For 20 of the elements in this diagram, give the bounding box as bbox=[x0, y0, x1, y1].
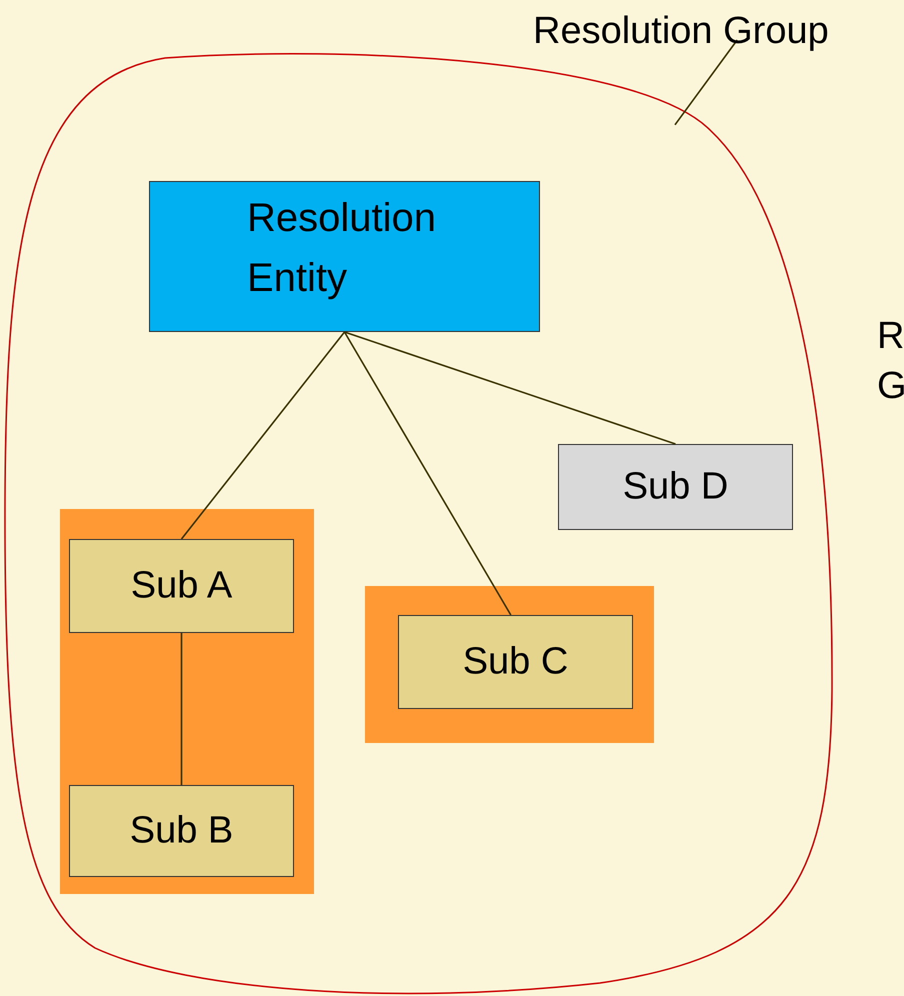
box-label: Sub B bbox=[128, 810, 234, 852]
box-label: Sub C bbox=[462, 640, 570, 684]
entity-box bbox=[69, 785, 294, 877]
group-panel bbox=[365, 586, 654, 743]
box-label: Resolution Entity bbox=[247, 195, 438, 302]
entity-box bbox=[69, 539, 294, 633]
connector-line bbox=[344, 331, 676, 445]
entity-box bbox=[149, 181, 540, 332]
group-label: Resolution Group bbox=[533, 10, 829, 53]
box-label: Sub D bbox=[622, 466, 730, 508]
box-label: Sub A bbox=[130, 564, 234, 608]
cut-off-label: G bbox=[877, 365, 904, 408]
connector-line bbox=[344, 332, 512, 616]
entity-box bbox=[558, 444, 793, 530]
entity-box bbox=[398, 615, 633, 709]
group-panel bbox=[60, 509, 314, 894]
connector-line bbox=[180, 633, 182, 785]
leader-line bbox=[674, 40, 738, 126]
cut-off-label: R bbox=[877, 315, 904, 358]
connector-line bbox=[180, 332, 346, 540]
